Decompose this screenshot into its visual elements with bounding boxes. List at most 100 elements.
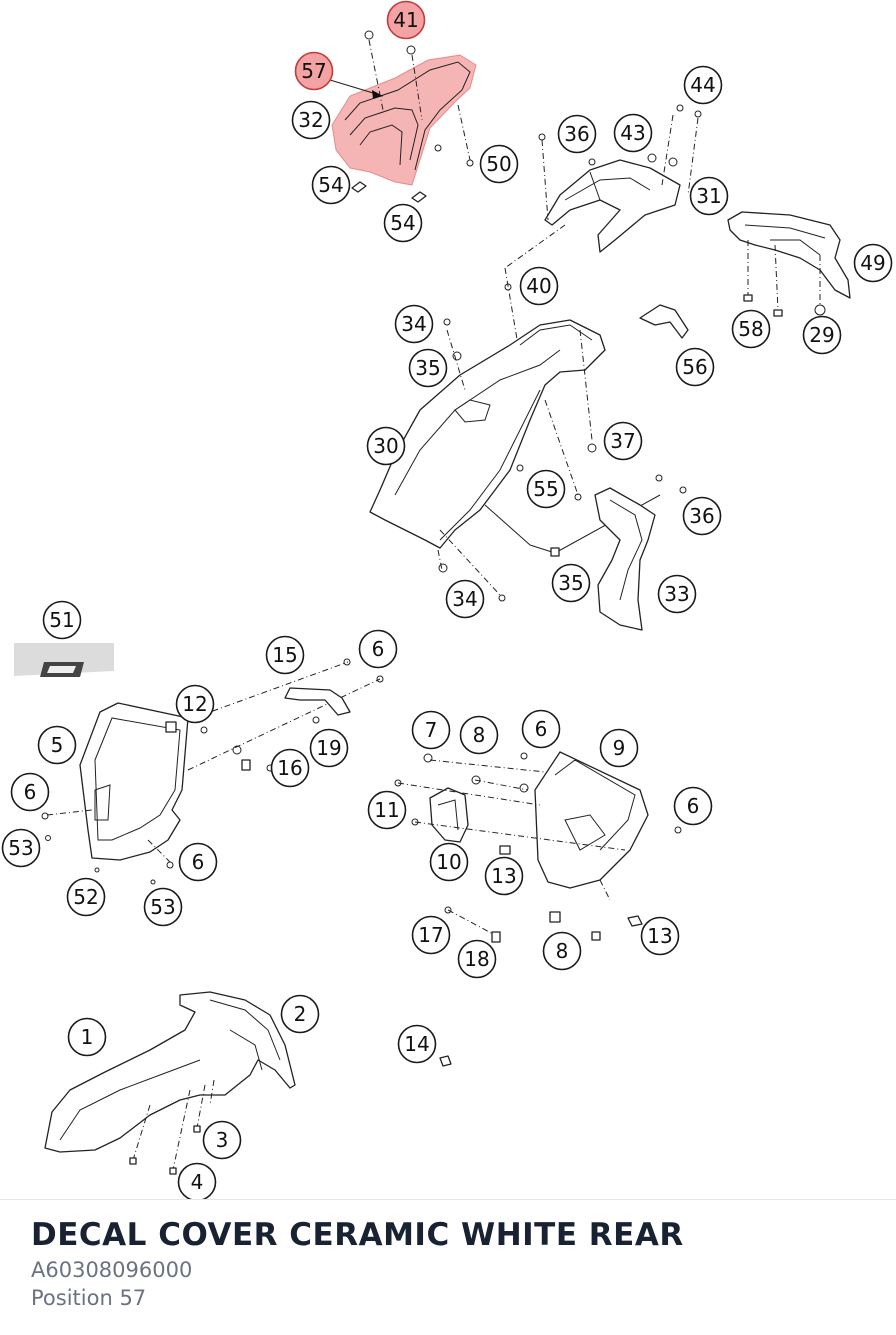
callout-13[interactable]: 13 (484, 856, 524, 896)
callout-36[interactable]: 36 (682, 496, 722, 536)
callout-34[interactable]: 34 (394, 304, 434, 344)
rear-fender-part[interactable] (369, 319, 606, 549)
callout-number: 40 (526, 274, 551, 298)
callout-11[interactable]: 11 (367, 790, 407, 830)
callout-16[interactable]: 16 (270, 748, 310, 788)
callout-circle (657, 574, 697, 614)
callout-6[interactable]: 6 (673, 786, 713, 826)
callout-8[interactable]: 8 (542, 931, 582, 971)
callout-40[interactable]: 40 (519, 266, 559, 306)
callout-number: 8 (556, 939, 569, 963)
callout-number: 44 (690, 73, 715, 97)
callout-number: 36 (564, 122, 589, 146)
callout-number: 6 (687, 794, 700, 818)
callout-55[interactable]: 55 (526, 469, 566, 509)
callout-circle (10, 772, 50, 812)
front-fender-part[interactable] (44, 991, 296, 1153)
callout-54[interactable]: 54 (311, 165, 351, 205)
callout-number: 6 (192, 850, 205, 874)
tail-bracket-part[interactable] (544, 159, 681, 253)
callout-35[interactable]: 35 (551, 563, 591, 603)
bracket-56-part[interactable] (639, 304, 689, 339)
plate-holder-part[interactable] (534, 751, 649, 889)
callout-4[interactable]: 4 (177, 1162, 217, 1201)
callout-2[interactable]: 2 (280, 994, 320, 1034)
callout-circle (394, 304, 434, 344)
callout-3[interactable]: 3 (202, 1120, 242, 1160)
tail-light-part[interactable] (727, 211, 851, 299)
callout-number: 17 (418, 923, 443, 947)
callout-circle (557, 114, 597, 154)
seat-cover-part[interactable] (331, 54, 477, 186)
callout-18[interactable]: 18 (457, 939, 497, 979)
callout-number: 35 (415, 356, 440, 380)
callout-33[interactable]: 33 (657, 574, 697, 614)
callout-circle (689, 176, 729, 216)
callout-41[interactable]: 41 (386, 0, 426, 40)
side-panel-part[interactable] (594, 487, 656, 631)
callout-circle (202, 1120, 242, 1160)
callout-circle (411, 710, 451, 750)
callout-37[interactable]: 37 (603, 421, 643, 461)
callout-30[interactable]: 30 (366, 426, 406, 466)
callout-12[interactable]: 12 (175, 684, 215, 724)
callout-1[interactable]: 1 (67, 1017, 107, 1057)
callout-8[interactable]: 8 (459, 715, 499, 755)
callout-29[interactable]: 29 (802, 315, 842, 355)
callout-5[interactable]: 5 (37, 725, 77, 765)
callout-56[interactable]: 56 (675, 347, 715, 387)
callout-circle (367, 790, 407, 830)
callout-number: 49 (860, 251, 885, 275)
callout-6[interactable]: 6 (178, 842, 218, 882)
decal-51-part[interactable] (14, 643, 114, 677)
callout-6[interactable]: 6 (521, 709, 561, 749)
callout-circle (270, 748, 310, 788)
callout-number: 34 (452, 587, 477, 611)
callout-52[interactable]: 52 (66, 877, 106, 917)
callout-31[interactable]: 31 (689, 176, 729, 216)
callout-49[interactable]: 49 (853, 243, 893, 283)
callout-53[interactable]: 53 (1, 828, 41, 868)
callout-number: 9 (613, 736, 626, 760)
callout-number: 53 (150, 895, 175, 919)
callout-number: 6 (535, 717, 548, 741)
callout-19[interactable]: 19 (309, 728, 349, 768)
callout-6[interactable]: 6 (358, 629, 398, 669)
callout-57[interactable]: 57 (294, 51, 334, 91)
callout-6[interactable]: 6 (10, 772, 50, 812)
callout-14[interactable]: 14 (397, 1024, 437, 1064)
callout-58[interactable]: 58 (731, 309, 771, 349)
callout-circle (42, 600, 82, 640)
callout-15[interactable]: 15 (265, 635, 305, 675)
callout-36[interactable]: 36 (557, 114, 597, 154)
callout-35[interactable]: 35 (408, 348, 448, 388)
callout-number: 13 (491, 864, 516, 888)
callout-54[interactable]: 54 (383, 203, 423, 243)
bracket-10-part[interactable] (429, 787, 469, 843)
callout-circle (459, 715, 499, 755)
callout-43[interactable]: 43 (613, 113, 653, 153)
bracket-15-part[interactable] (284, 687, 351, 716)
callout-7[interactable]: 7 (411, 710, 451, 750)
callout-circle (280, 994, 320, 1034)
seat-cover-highlight (331, 54, 477, 186)
callout-number: 11 (374, 798, 399, 822)
callout-32[interactable]: 32 (291, 100, 331, 140)
callout-10[interactable]: 10 (429, 842, 469, 882)
callout-circle (603, 421, 643, 461)
callout-number: 8 (473, 723, 486, 747)
headlight-mask-part[interactable] (79, 702, 189, 861)
callout-51[interactable]: 51 (42, 600, 82, 640)
callout-number: 53 (8, 836, 33, 860)
callout-circle (682, 496, 722, 536)
callout-9[interactable]: 9 (599, 728, 639, 768)
callout-50[interactable]: 50 (479, 144, 519, 184)
callout-number: 55 (533, 477, 558, 501)
callout-53[interactable]: 53 (143, 887, 183, 927)
callout-34[interactable]: 34 (445, 579, 485, 619)
callout-13[interactable]: 13 (640, 916, 680, 956)
callout-44[interactable]: 44 (683, 65, 723, 105)
callout-17[interactable]: 17 (411, 915, 451, 955)
callout-number: 30 (373, 434, 398, 458)
callout-number: 2 (294, 1002, 307, 1026)
